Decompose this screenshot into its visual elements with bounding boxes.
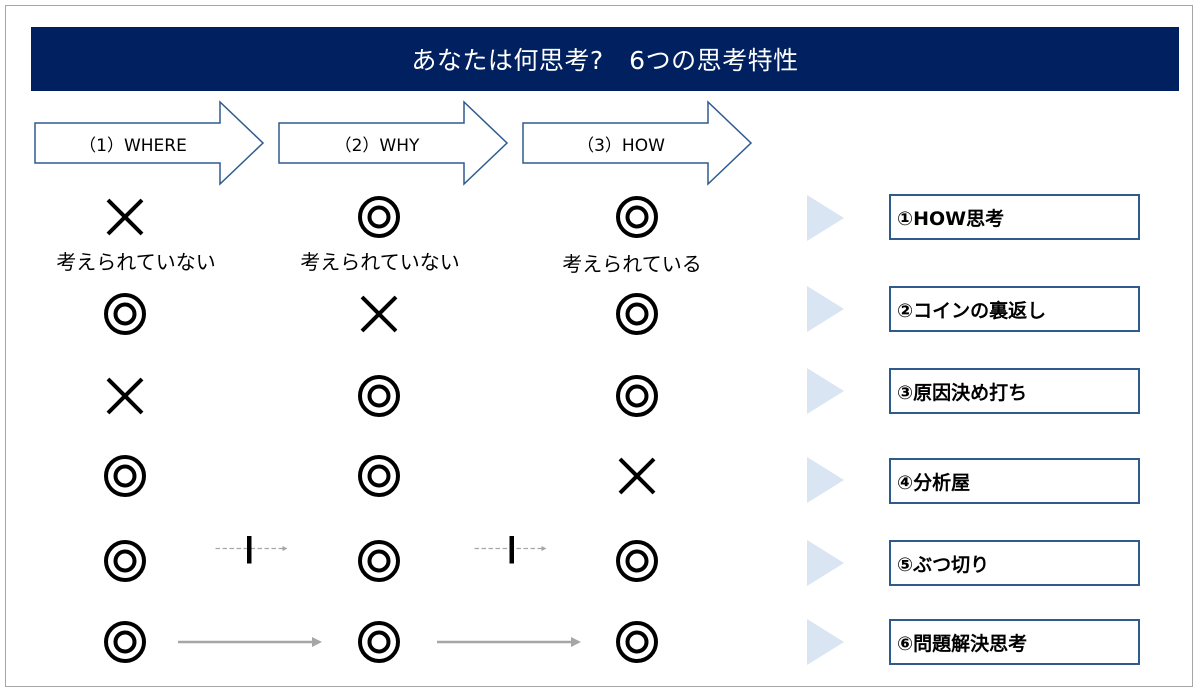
double-circle-icon — [358, 540, 400, 582]
pointer-triangle-icon — [807, 368, 844, 414]
cross-mark-icon — [106, 198, 144, 236]
block-bar — [247, 536, 252, 564]
double-circle-icon — [104, 621, 146, 663]
double-circle-icon — [104, 540, 146, 582]
result-box-problem-solving: ⑥問題解決思考 — [889, 619, 1140, 665]
double-circle-icon — [104, 455, 146, 497]
pointer-triangle-icon — [807, 540, 844, 586]
caption-how: 考えられている — [562, 252, 702, 276]
caption-why: 考えられていない — [300, 250, 460, 274]
cross-mark-icon — [106, 377, 144, 415]
header-label-how: （3）HOW — [577, 135, 665, 156]
double-circle-icon — [358, 455, 400, 497]
pointer-triangle-icon — [807, 195, 844, 241]
result-box-analyst: ④分析屋 — [889, 458, 1140, 504]
header-arrow-why: （2）WHY — [278, 100, 510, 186]
caption-where: 考えられていない — [56, 250, 216, 274]
double-circle-icon — [358, 621, 400, 663]
result-box-fragmented: ⑤ぶつ切り — [889, 540, 1140, 586]
result-box-coin-flip: ②コインの裏返し — [889, 286, 1140, 332]
block-bar — [509, 536, 514, 564]
double-circle-icon — [616, 293, 658, 335]
arrow-shape-icon — [278, 100, 509, 186]
header-label-why: （2）WHY — [334, 135, 420, 156]
double-circle-icon — [616, 540, 658, 582]
arrow-shape-icon — [522, 100, 753, 186]
broken-dashed-arrow — [215, 536, 288, 564]
broken-dashed-arrow — [474, 536, 547, 564]
pointer-triangle-icon — [807, 286, 844, 332]
cross-mark-icon — [360, 295, 398, 333]
solid-arrow — [437, 637, 581, 647]
arrow-shape-icon — [34, 100, 265, 186]
header-arrow-how: （3）HOW — [522, 100, 754, 186]
double-circle-icon — [104, 293, 146, 335]
double-circle-icon — [616, 375, 658, 417]
page-title: あなたは何思考? 6つの思考特性 — [31, 27, 1179, 91]
pointer-triangle-icon — [807, 619, 844, 665]
result-box-cause-assumption: ③原因決め打ち — [889, 368, 1140, 414]
result-box-how-thinking: ①HOW思考 — [889, 194, 1140, 240]
solid-arrow — [178, 637, 322, 647]
pointer-triangle-icon — [807, 457, 844, 503]
double-circle-icon — [616, 196, 658, 238]
double-circle-icon — [358, 375, 400, 417]
double-circle-icon — [358, 196, 400, 238]
header-label-where: （1）WHERE — [79, 135, 187, 156]
header-arrow-where: （1）WHERE — [34, 100, 266, 186]
cross-mark-icon — [618, 457, 656, 495]
double-circle-icon — [616, 621, 658, 663]
